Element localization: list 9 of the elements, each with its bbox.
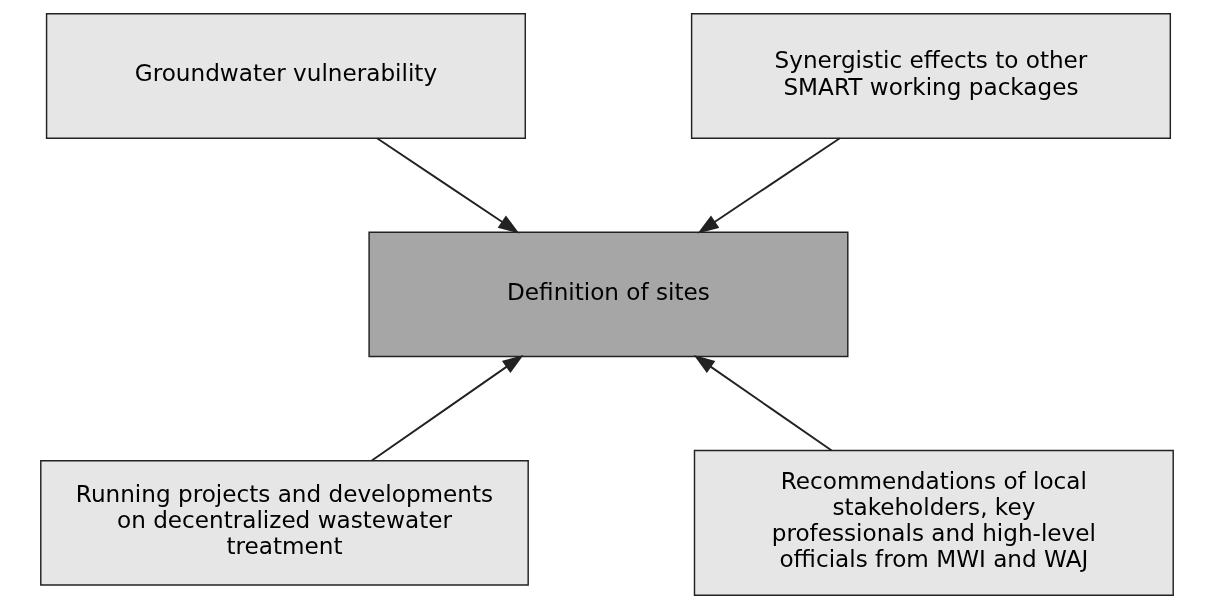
arrow — [697, 137, 841, 234]
node-box: Running projects and developments on decentralized wastewater treatment — [39, 459, 529, 586]
arrow — [693, 354, 833, 452]
node-box: Synergistic effects to other SMART working packages — [690, 13, 1171, 139]
arrow — [370, 354, 524, 462]
node-box: Definition of sites — [367, 231, 849, 358]
node-box: Recommendations of local stakeholders, key professionals and high-level officials from MWI and WAJ — [693, 449, 1174, 596]
arrow — [375, 137, 519, 234]
node-box: Groundwater vulnerability — [45, 13, 526, 139]
